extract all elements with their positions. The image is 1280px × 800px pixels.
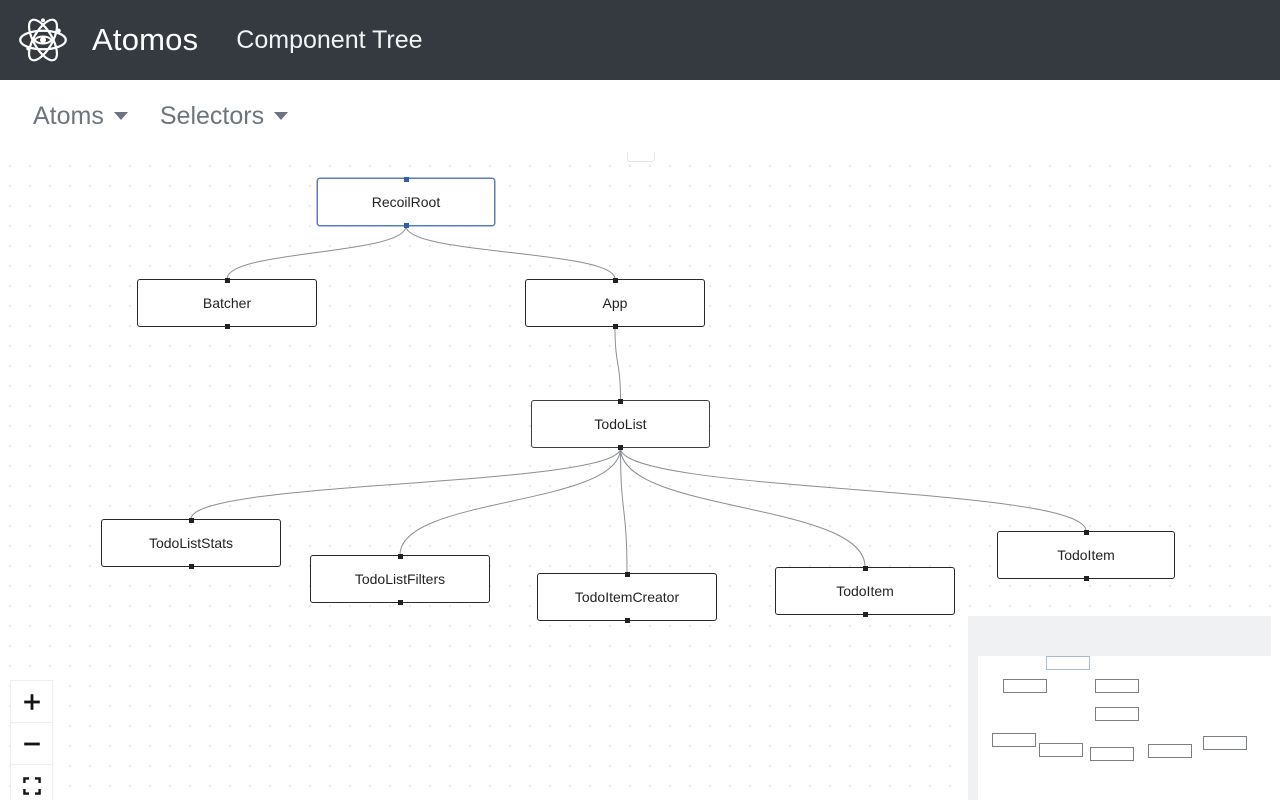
selectors-dropdown-label: Selectors [159,101,265,130]
node-handle-bottom[interactable] [224,323,230,329]
tree-node-label: TodoItem [1057,547,1115,563]
atom-eye-logo-icon [16,13,70,67]
zoom-out-button[interactable] [11,723,52,765]
tree-node-batcher[interactable]: Batcher [137,277,317,329]
node-handle-top[interactable] [624,571,630,577]
page-title: Component Tree [236,25,423,54]
tree-edge-app-to-todolist [614,326,621,401]
node-handle-bottom[interactable] [624,617,630,623]
atoms-dropdown[interactable]: Atoms [33,102,128,131]
tree-node-label: RecoilRoot [371,194,441,210]
zoom-in-button[interactable] [11,681,52,723]
minimap-mask-top [968,616,1271,656]
node-handle-bottom[interactable] [397,599,403,605]
tree-edge-recoilroot-to-batcher [226,225,407,280]
zoom-controls [10,680,53,800]
tree-edge-todolist-to-todolistats [190,447,621,520]
minimap-node [1090,747,1134,761]
node-handle-bottom[interactable] [618,444,623,450]
node-handle-top[interactable] [618,398,623,404]
tree-node-offscreen[interactable] [627,152,655,162]
atoms-dropdown-label: Atoms [33,101,104,130]
minimap[interactable] [968,616,1271,800]
node-handle-top[interactable] [224,277,230,283]
tree-node-label: TodoItemCreator [574,589,680,605]
node-handle-top[interactable] [397,553,403,559]
node-handle-top[interactable] [1083,529,1089,535]
minimap-node [1148,744,1192,758]
minimap-node [1046,656,1090,670]
node-handle-top[interactable] [612,277,618,283]
node-handle-top[interactable] [188,517,194,523]
navbar: Atomos Component Tree [0,0,1280,80]
fit-view-button[interactable] [11,765,52,800]
tree-node-todofilters[interactable]: TodoListFilters [310,553,490,605]
tree-node-todoitem1[interactable]: TodoItem [775,565,955,617]
chevron-down-icon [274,112,289,120]
tree-node-label: App [602,295,628,311]
node-handle-bottom[interactable] [188,563,194,569]
minimap-node [992,733,1036,747]
tree-edge-todolist-to-todoitem2 [620,447,1087,532]
tree-node-recoilroot[interactable]: RecoilRoot [317,176,495,228]
tree-node-todolist[interactable]: TodoList [531,398,710,450]
tree-edge-recoilroot-to-app [405,225,616,280]
tree-node-app[interactable]: App [525,277,705,329]
tree-node-label: TodoList [594,416,647,432]
node-handle-top[interactable] [862,565,868,571]
minimap-node [1095,707,1139,721]
minus-icon [23,742,40,745]
tree-edge-todolist-to-todoitem1 [620,447,866,568]
filter-toolbar: Atoms Selectors [0,80,1280,152]
minimap-node [1039,743,1083,757]
node-handle-top[interactable] [403,176,409,182]
tree-node-label: TodoListStats [148,535,234,551]
brand-name: Atomos [92,22,199,57]
tree-edge-todolist-to-todocreator [620,447,628,574]
minimap-node [1003,679,1047,693]
selectors-dropdown[interactable]: Selectors [159,101,289,131]
tree-node-todoitem2[interactable]: TodoItem [997,529,1175,581]
minimap-node [1095,679,1139,693]
tree-node-label: TodoItem [836,583,894,599]
node-handle-bottom[interactable] [1083,575,1089,581]
tree-node-label: Batcher [202,295,252,311]
chevron-down-icon [113,112,128,120]
tree-node-label: TodoListFilters [354,571,446,587]
tree-edge-todolist-to-todofilters [399,447,621,556]
tree-node-todolistats[interactable]: TodoListStats [101,517,281,569]
plus-icon [23,693,40,710]
tree-node-todocreator[interactable]: TodoItemCreator [537,571,717,623]
node-handle-bottom[interactable] [403,222,409,228]
node-handle-bottom[interactable] [862,611,868,617]
minimap-mask-left [968,656,978,800]
fit-view-icon [22,777,41,795]
node-handle-bottom[interactable] [612,323,618,329]
minimap-node [1203,736,1247,750]
